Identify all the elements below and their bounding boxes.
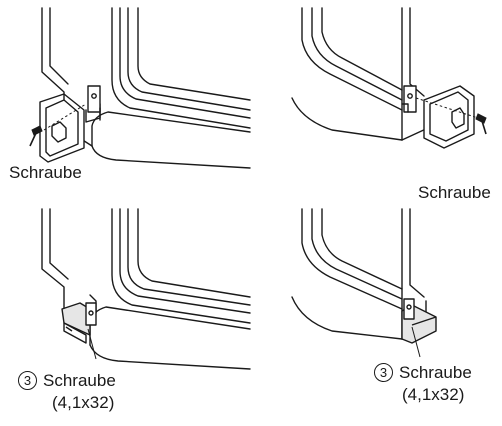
leader-line bbox=[411, 326, 421, 358]
panel-top-right: Schraube bbox=[252, 0, 502, 202]
circled-number-icon: 3 bbox=[374, 363, 393, 382]
screw-size-bottom-right: (4,1x32) bbox=[402, 385, 465, 404]
unit-corner-illustration-bottom-right bbox=[291, 208, 437, 358]
screw-label-text: Schraube bbox=[399, 363, 472, 382]
screw-size-bottom-left: (4,1x32) bbox=[52, 393, 115, 412]
circled-number-icon: 3 bbox=[18, 371, 37, 390]
screw-label-bottom-left: 3 Schraube bbox=[18, 371, 116, 391]
screw-icon bbox=[475, 113, 487, 135]
screw-label-top-left: Schraube bbox=[9, 163, 82, 182]
panel-bottom-right: 3 Schraube (4,1x32) bbox=[252, 205, 502, 426]
mounting-bracket-icon bbox=[61, 302, 97, 344]
guide-line bbox=[415, 97, 479, 119]
panel-bottom-left: 3 Schraube (4,1x32) bbox=[0, 205, 251, 426]
screw-label-bottom-right: 3 Schraube bbox=[374, 363, 472, 383]
panel-top-left: Schraube bbox=[0, 0, 251, 200]
guide-line bbox=[43, 103, 87, 131]
unit-side-outline bbox=[41, 208, 65, 310]
screw-label-text: Schraube bbox=[43, 371, 116, 390]
screw-icon bbox=[29, 125, 43, 147]
cover-plate-icon bbox=[423, 85, 475, 149]
unit-corner-illustration-top-right bbox=[291, 7, 487, 149]
leader-line bbox=[87, 328, 97, 360]
unit-front-outline bbox=[111, 7, 251, 129]
unit-front-outline bbox=[301, 208, 403, 310]
mounting-bracket-icon bbox=[401, 298, 437, 344]
unit-front-outline bbox=[111, 208, 251, 324]
unit-front-outline bbox=[301, 7, 403, 111]
cover-plate-icon bbox=[39, 93, 85, 163]
unit-corner-illustration-top-left bbox=[29, 7, 251, 169]
unit-corner-illustration-bottom-left bbox=[41, 208, 251, 370]
screw-label-top-right: Schraube bbox=[418, 183, 491, 202]
